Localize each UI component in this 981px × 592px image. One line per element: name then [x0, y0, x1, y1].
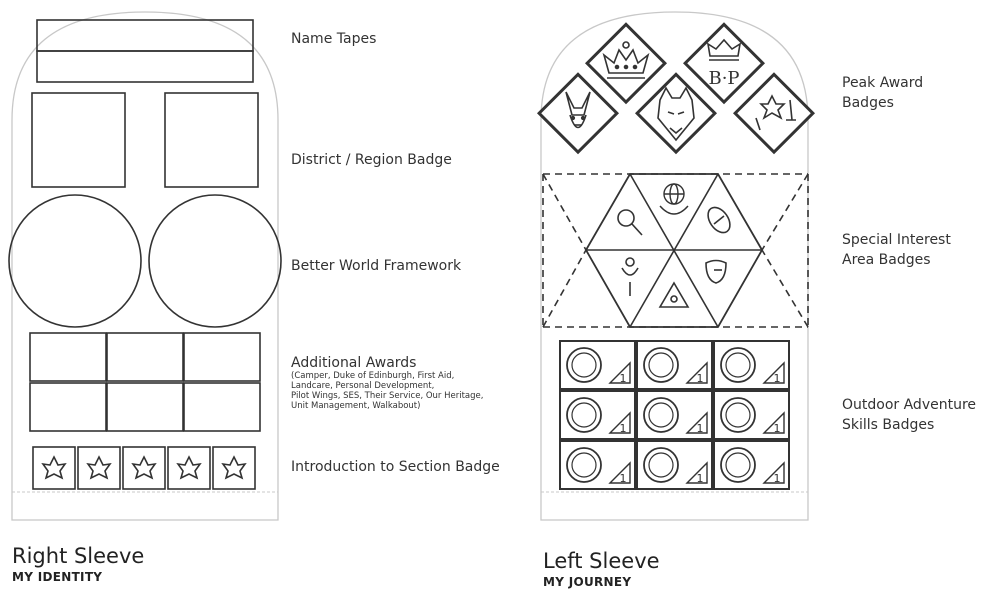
snowflake-icon-inner	[572, 353, 596, 377]
level-mark: 1	[774, 422, 781, 435]
carabiner-icon-inner	[726, 353, 750, 377]
paddle-icon-inner	[726, 403, 750, 427]
sailing-icon-inner	[649, 403, 673, 427]
awards-detail-line: Pilot Wings, SES, Their Service, Our Her…	[291, 391, 483, 401]
outdoor-adventure-grid	[560, 341, 789, 489]
name-tape-2	[37, 51, 253, 82]
level-mark: 1	[774, 372, 781, 385]
fleur-de-lis-icon	[88, 457, 110, 478]
compass-icon-inner	[649, 453, 673, 477]
label-name-tapes: Name Tapes	[291, 29, 376, 49]
person-icon	[622, 258, 638, 296]
district-badge	[32, 93, 125, 187]
right-sleeve-title: Right Sleeve	[12, 544, 144, 568]
special-interest-area	[543, 174, 808, 327]
level-mark: 1	[697, 472, 704, 485]
better-world-circle-1	[9, 195, 141, 327]
water-icon-inner	[572, 403, 596, 427]
left-sleeve-subtitle: MY JOURNEY	[543, 575, 631, 589]
label-line: Special Interest	[842, 230, 951, 250]
intro-section-badge	[33, 447, 75, 489]
level-mark: 1	[620, 372, 627, 385]
label-additional-awards: Additional Awards	[291, 353, 416, 373]
label-intro-section: Introduction to Section Badge	[291, 457, 500, 477]
award-slot	[107, 333, 183, 381]
label-peak-award: Peak Award Badges	[842, 73, 923, 113]
additional-awards-detail: (Camper, Duke of Edinburgh, First Aid, L…	[291, 371, 483, 411]
level-mark: 1	[620, 422, 627, 435]
awards-detail-line: Unit Management, Walkabout)	[291, 401, 483, 411]
label-district-region: District / Region Badge	[291, 150, 452, 170]
right-sleeve-outline	[12, 12, 278, 520]
right-sleeve-subtitle: MY IDENTITY	[12, 570, 102, 584]
label-line: Area Badges	[842, 250, 951, 270]
rugby-ball-icon	[704, 203, 735, 236]
masks-icon	[706, 261, 726, 284]
fleur-de-lis-icon	[133, 457, 155, 478]
bp-badge-text: B·P	[708, 68, 739, 89]
awards-detail-line: Landcare, Personal Development,	[291, 381, 483, 391]
level-mark: 1	[697, 372, 704, 385]
award-slot	[184, 333, 260, 381]
award-slot	[30, 333, 106, 381]
fleur-de-lis-icon	[178, 457, 200, 478]
awards-detail-line: (Camper, Duke of Edinburgh, First Aid,	[291, 371, 483, 381]
bicycle-icon-inner	[649, 353, 673, 377]
magnifier-icon	[618, 210, 642, 235]
intro-section-badge	[78, 447, 120, 489]
level-mark: 1	[620, 472, 627, 485]
intro-section-badge	[123, 447, 165, 489]
recycle-icon	[660, 283, 688, 307]
label-outdoor-adventure: Outdoor Adventure Skills Badges	[842, 395, 976, 435]
fleur-de-lis-icon	[223, 457, 245, 478]
award-slot	[107, 383, 183, 431]
campfire-icon-inner	[572, 453, 596, 477]
label-line: Badges	[842, 93, 923, 113]
intro-section-badge	[168, 447, 210, 489]
level-mark: 1	[697, 422, 704, 435]
label-line: Skills Badges	[842, 415, 976, 435]
label-better-world: Better World Framework	[291, 256, 461, 276]
label-special-interest: Special Interest Area Badges	[842, 230, 951, 270]
intro-section-badge	[213, 447, 255, 489]
label-line: Outdoor Adventure	[842, 395, 976, 415]
tent-icon-inner	[726, 453, 750, 477]
award-slot	[184, 383, 260, 431]
globe-icon	[660, 184, 688, 214]
better-world-circle-2	[149, 195, 281, 327]
award-slot	[30, 383, 106, 431]
fleur-de-lis-icon	[43, 457, 65, 478]
level-mark: 1	[774, 472, 781, 485]
label-line: Peak Award	[842, 73, 923, 93]
left-sleeve-title: Left Sleeve	[543, 549, 660, 573]
region-badge	[165, 93, 258, 187]
